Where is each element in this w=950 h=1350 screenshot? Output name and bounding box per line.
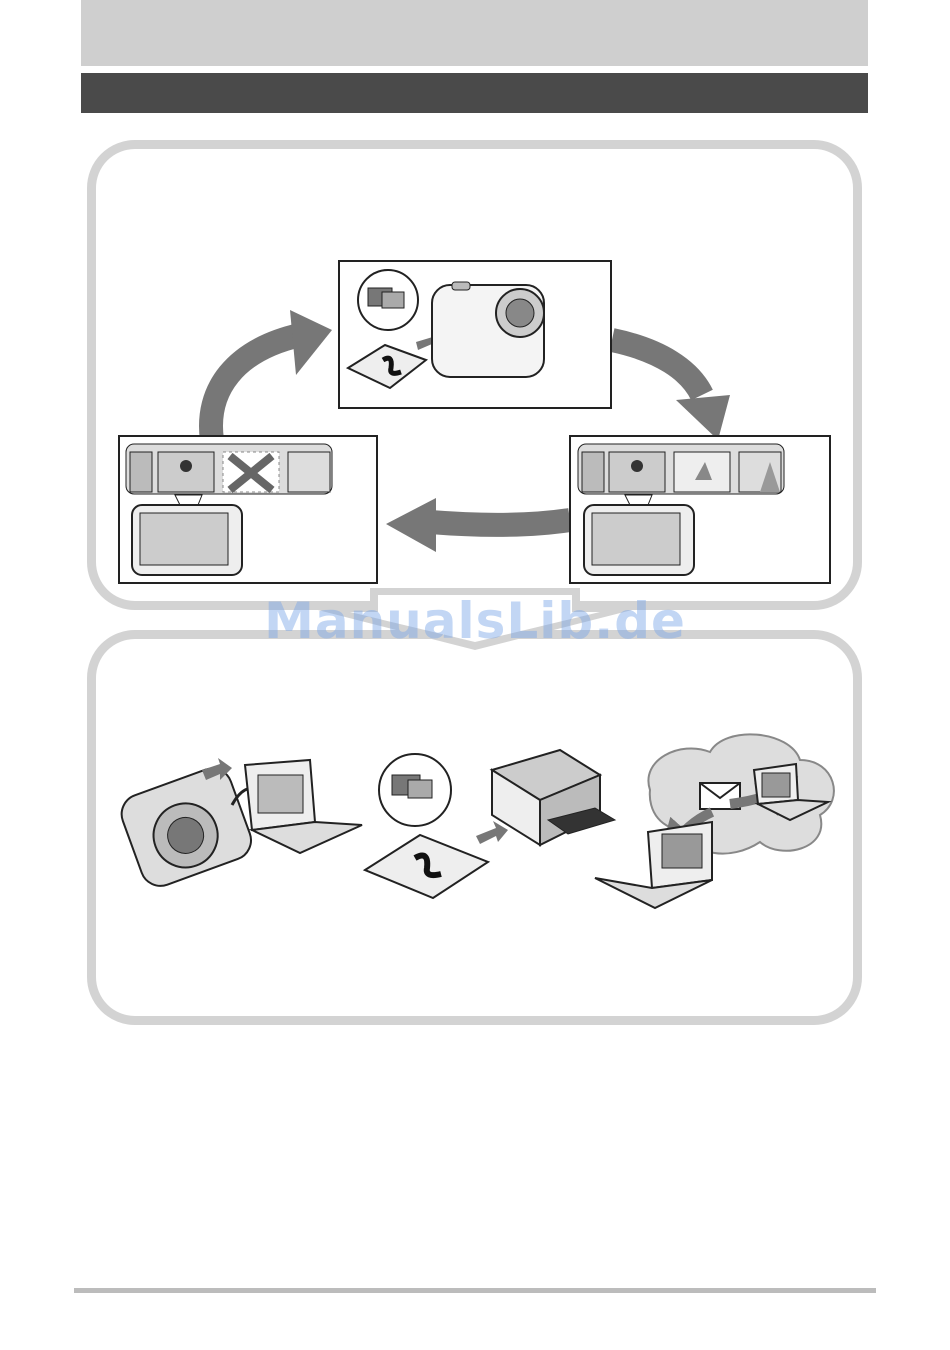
cycle-arrow-right — [612, 340, 730, 440]
laptop-icon — [595, 822, 712, 908]
deleted-images-box — [119, 436, 377, 583]
watermark: ManualsLib.de — [0, 592, 950, 650]
printer-icon — [492, 750, 615, 845]
footer-rule — [74, 1288, 876, 1293]
memory-card-camera-box — [339, 261, 611, 408]
email-between-computers — [595, 734, 834, 908]
cycle-arrow-left — [386, 498, 570, 552]
cycle-arrow-up — [211, 310, 332, 440]
image-thumbnail — [288, 452, 330, 492]
transfer-arrow-icon — [476, 821, 508, 844]
camera-icon — [116, 763, 257, 892]
camera-to-computer — [116, 758, 362, 891]
memory-card-to-printer — [365, 750, 615, 898]
recorded-images-box — [570, 436, 830, 583]
laptop-icon — [245, 760, 362, 853]
